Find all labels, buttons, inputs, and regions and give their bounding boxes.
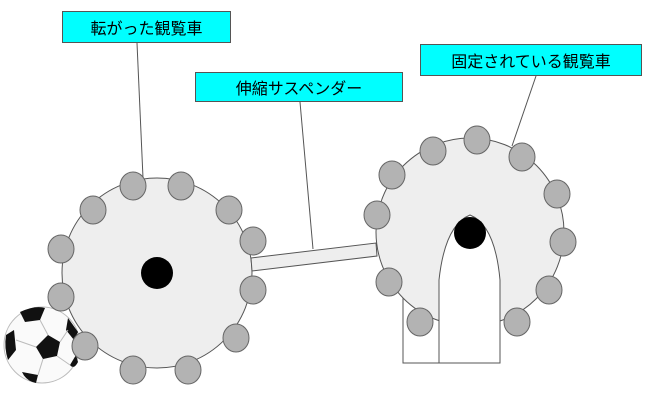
gondola	[363, 200, 391, 230]
gondola	[419, 136, 447, 166]
gondola	[239, 275, 267, 305]
gondola	[549, 227, 577, 257]
leader-line-rolling	[136, 42, 144, 179]
rolling-wheel	[61, 177, 253, 369]
label-fixed-wheel: 固定されている観覧車	[420, 44, 642, 76]
gondola	[119, 355, 147, 385]
gondola	[378, 160, 406, 190]
leader-line-suspender	[299, 101, 314, 250]
gondola	[47, 234, 75, 264]
label-suspender: 伸縮サスペンダー	[195, 72, 403, 102]
hub	[454, 217, 486, 249]
gondola	[543, 179, 571, 209]
gondola	[71, 331, 99, 361]
gondola	[47, 282, 75, 312]
telescopic-suspender	[250, 242, 378, 272]
gondola	[174, 355, 202, 385]
gondola	[535, 275, 563, 305]
gondola	[215, 195, 243, 225]
gondola	[508, 142, 536, 172]
gondola	[463, 125, 491, 155]
gondola	[375, 267, 403, 297]
gondola	[119, 171, 147, 201]
gondola	[503, 307, 531, 337]
hub	[141, 257, 173, 289]
wheel-support-arch	[438, 214, 501, 363]
fixed-wheel	[375, 137, 565, 364]
gondola	[79, 195, 107, 225]
soccer-ball-icon	[3, 306, 81, 384]
gondola	[239, 226, 267, 256]
leader-line-fixed	[511, 75, 537, 147]
gondola	[222, 323, 250, 353]
gondola	[406, 307, 434, 337]
gondola	[167, 171, 195, 201]
label-rolling-wheel: 転がった観覧車	[62, 11, 231, 43]
